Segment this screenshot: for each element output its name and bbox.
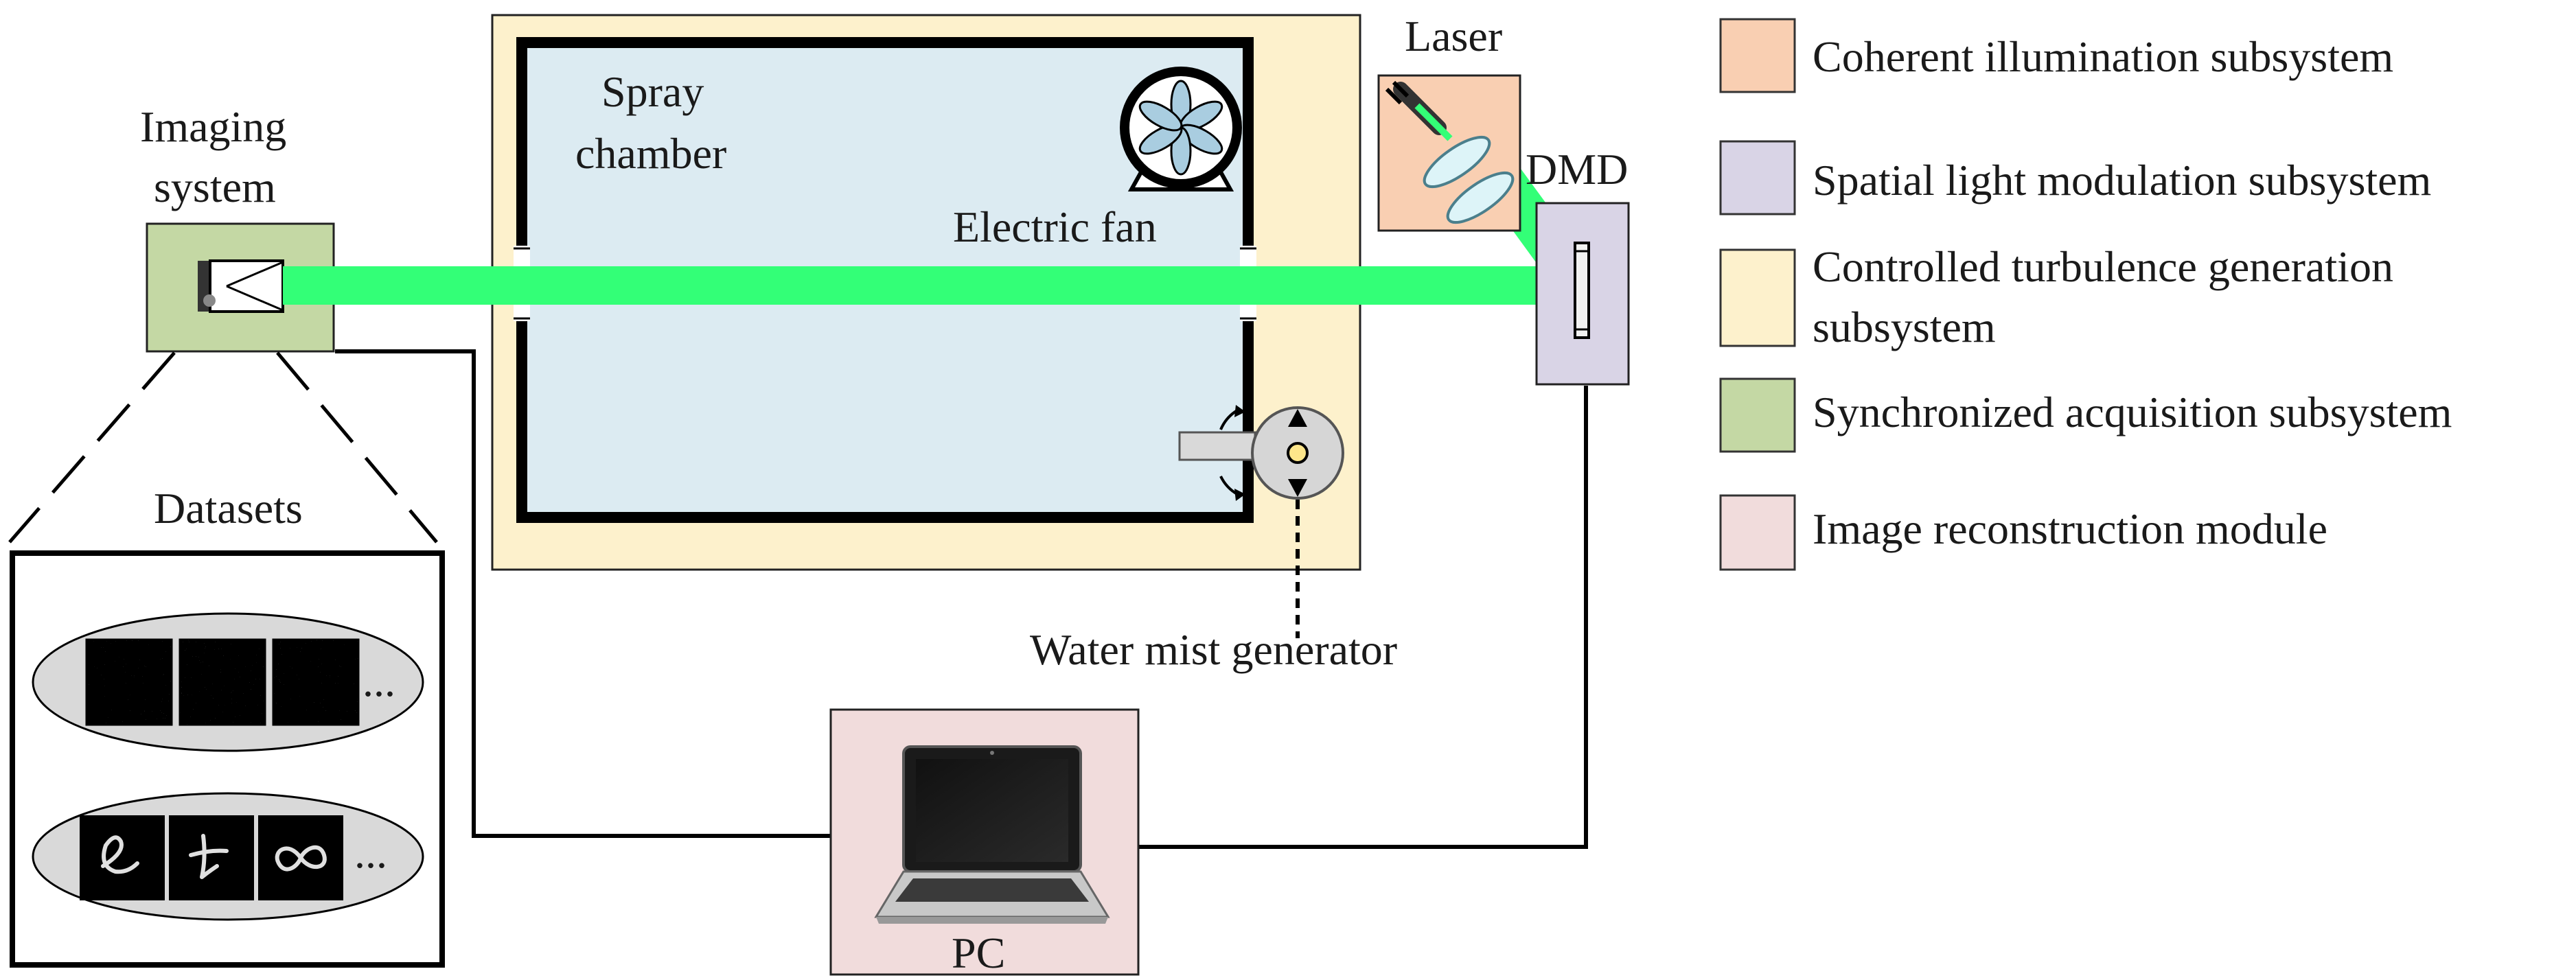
- spray-chamber-subsystem: Spray chamber Electric fan: [491, 14, 1397, 674]
- cable-imaging-to-pc: [335, 349, 901, 838]
- laptop-icon: [874, 745, 1110, 924]
- laser-beam-horizontal: [283, 266, 1591, 305]
- cable-dmd-to-pc: [1119, 386, 1588, 849]
- laser-subsystem: Laser: [1377, 12, 1521, 232]
- legend-swatch-4: [1719, 377, 1796, 453]
- legend-label-4: Synchronized acquisition subsystem: [1813, 388, 2452, 436]
- handwritten-e-image: [80, 815, 165, 900]
- legend-label-3-line-2: subsystem: [1813, 303, 1996, 351]
- lens-2-icon: [1446, 171, 1515, 224]
- zoom-line-right: [276, 351, 438, 544]
- imaging-system: Imaging system: [8, 102, 438, 544]
- water-mist-generator-label: Water mist generator: [1030, 625, 1397, 674]
- legend-label-3-line-1: Controlled turbulence generation: [1813, 242, 2393, 291]
- datasets-panel: Datasets ... ...: [10, 484, 445, 968]
- handwritten-t-image: [169, 815, 254, 900]
- zoom-line-left: [8, 351, 176, 544]
- legend-swatch-2: [1719, 140, 1796, 215]
- legend-label-5: Image reconstruction module: [1813, 504, 2327, 553]
- dmd-label: DMD: [1526, 145, 1628, 194]
- pc-subsystem: PC: [829, 708, 1140, 977]
- legend-swatch-3: [1719, 248, 1796, 347]
- imaging-system-label: Imaging system: [140, 102, 297, 211]
- legend-label-1: Coherent illumination subsystem: [1813, 32, 2393, 81]
- legend-swatch-1: [1719, 18, 1796, 93]
- laser-beam: [283, 136, 1605, 305]
- spray-chamber-label: Spray chamber: [575, 67, 726, 178]
- dmd-mirror-icon: [1574, 242, 1590, 339]
- character-ellipsis: ...: [354, 828, 387, 877]
- camera-icon: [198, 259, 284, 313]
- electric-fan-icon: [1120, 67, 1242, 191]
- lens-1-icon: [1423, 135, 1491, 189]
- datasets-label: Datasets: [154, 484, 303, 533]
- water-mist-generator-icon: [1178, 405, 1344, 638]
- laser-label: Laser: [1405, 12, 1502, 60]
- cables: [335, 349, 1588, 849]
- electric-fan-label: Electric fan: [953, 202, 1157, 251]
- laser-source-icon: [1385, 80, 1453, 141]
- dmd-subsystem: DMD: [1526, 145, 1630, 386]
- speckle-ellipsis: ...: [363, 657, 395, 705]
- legend-swatch-5: [1719, 494, 1796, 571]
- legend-label-2: Spatial light modulation subsystem: [1813, 156, 2431, 205]
- pc-label: PC: [952, 929, 1005, 977]
